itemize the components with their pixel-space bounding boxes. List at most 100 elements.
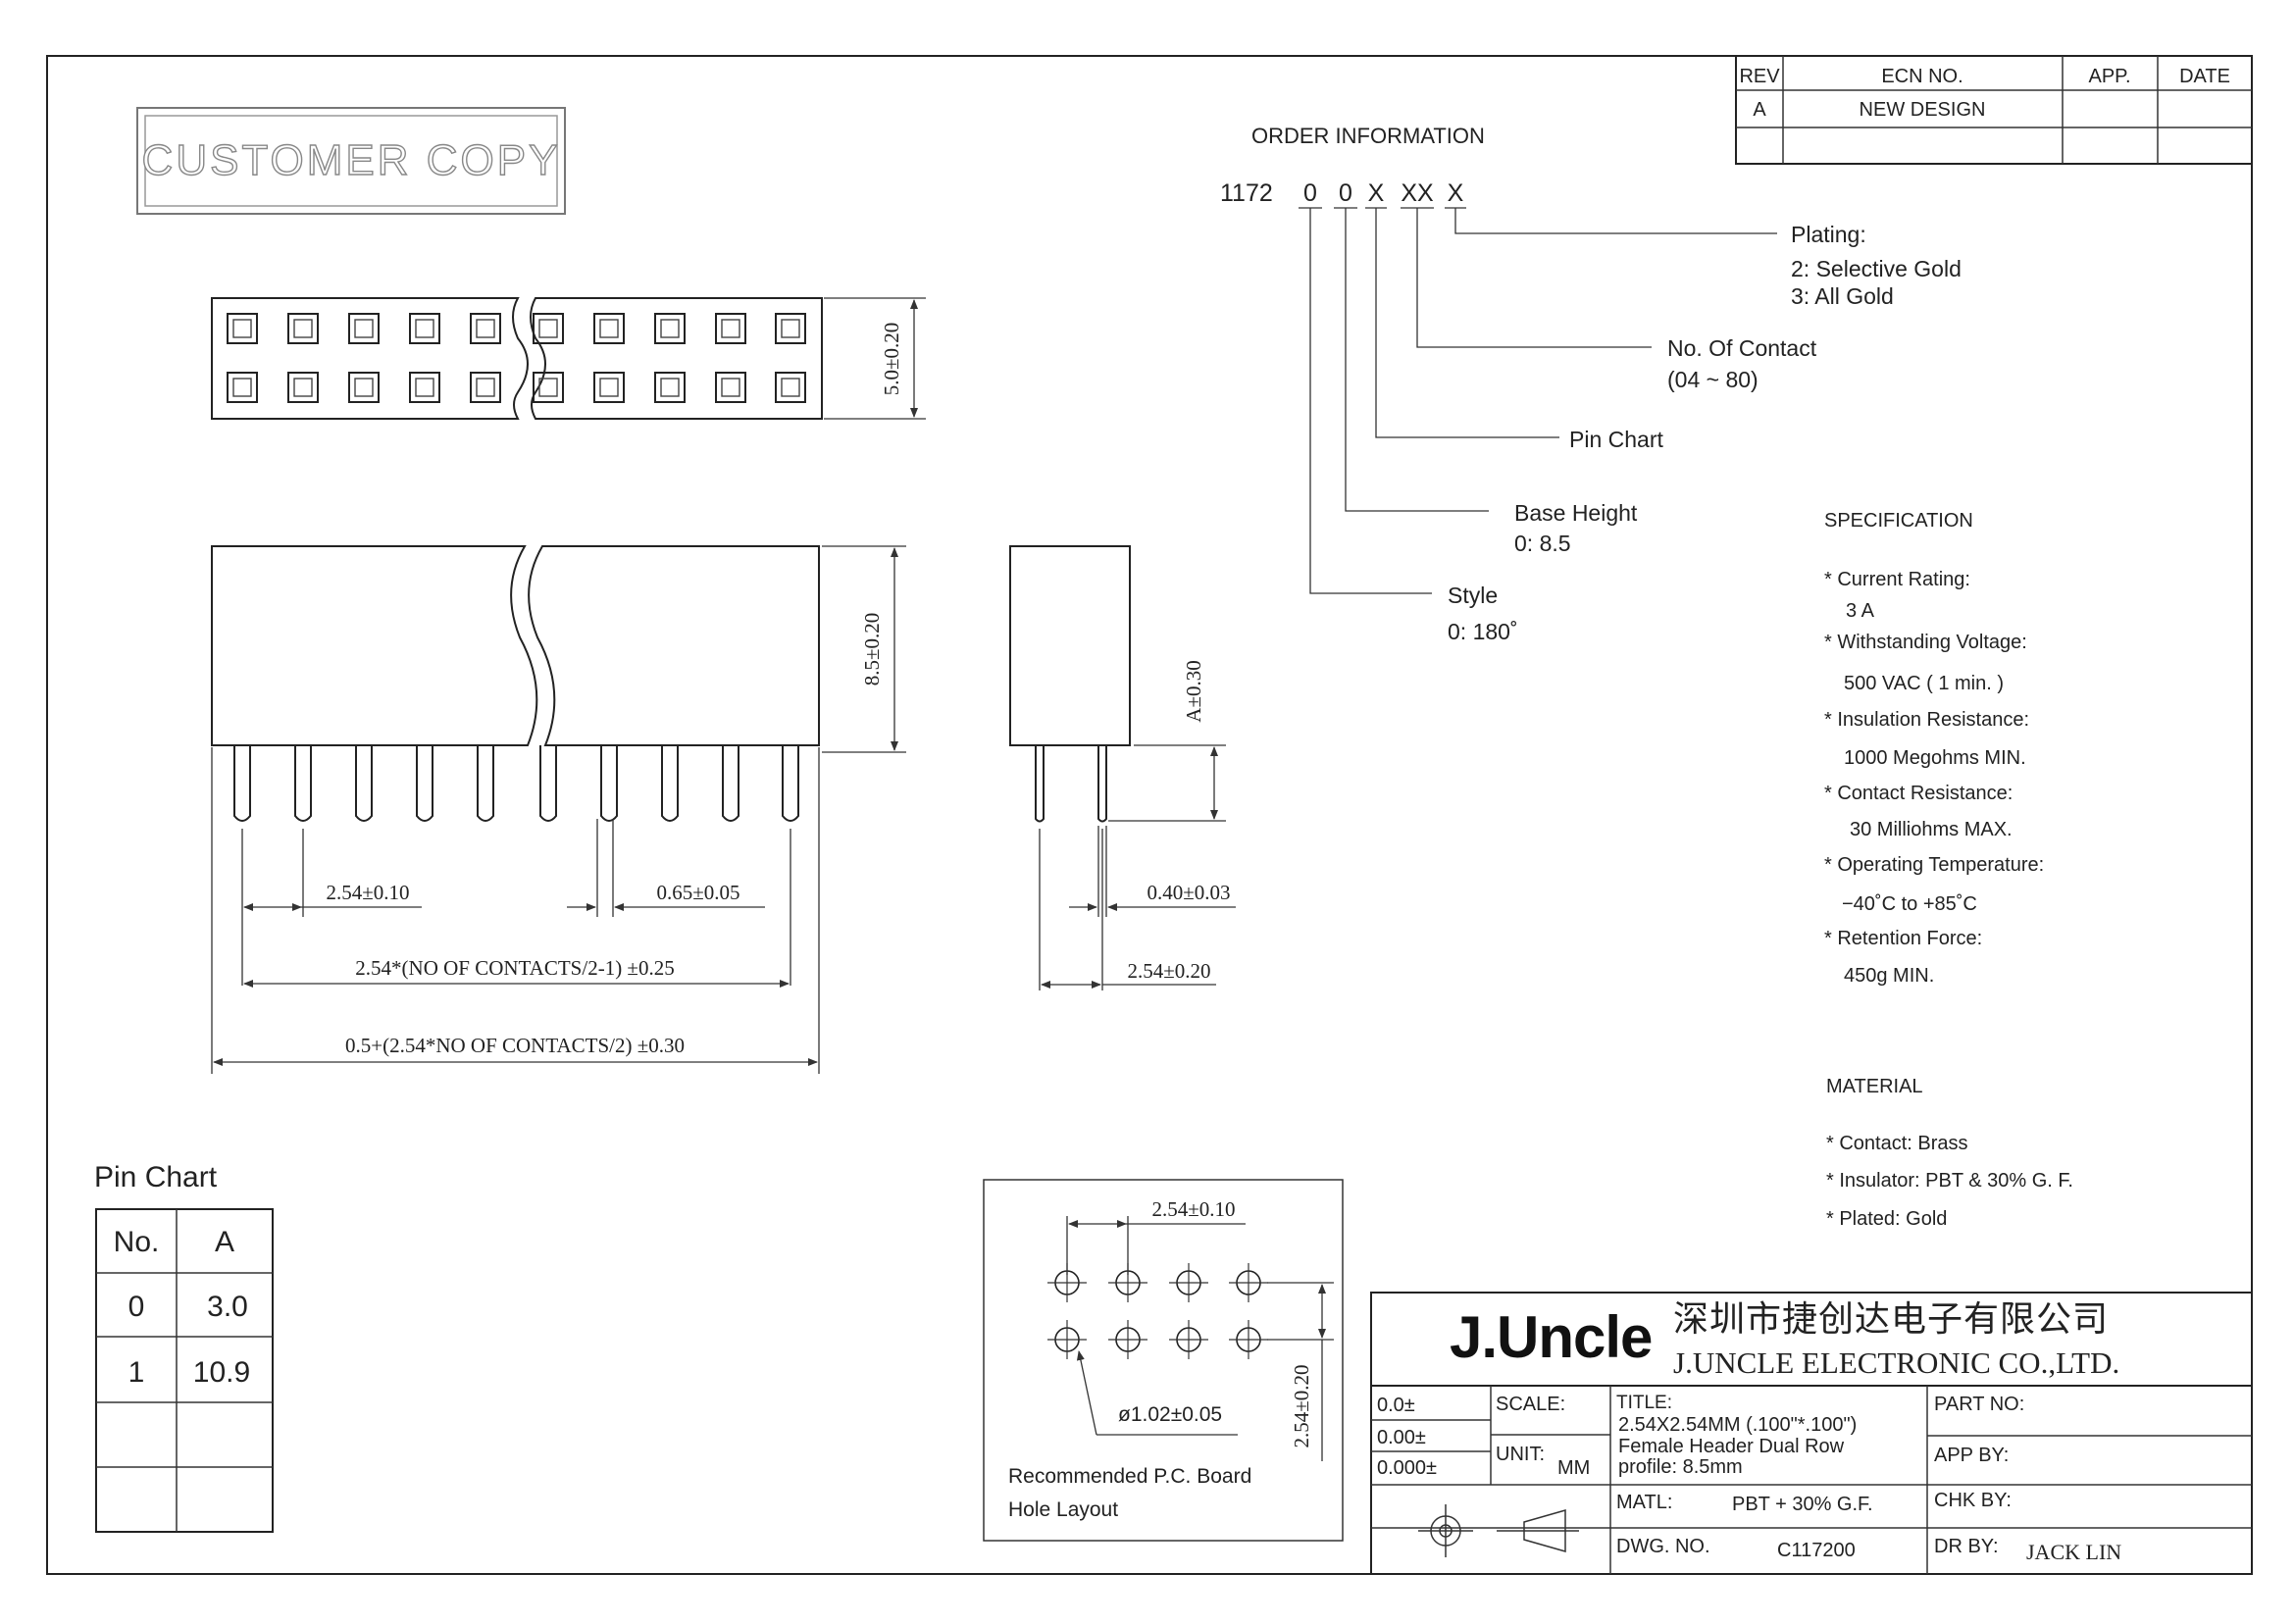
- front-view: 8.5±0.20 2.54±0.10 0.65±0.05 2.54*(NO OF…: [211, 545, 906, 1074]
- contact-pad: [287, 372, 319, 403]
- contact-pad: [227, 372, 258, 403]
- pcb-caption-line1: Recommended P.C. Board: [1008, 1465, 1251, 1488]
- hole-grid: [1047, 1263, 1268, 1359]
- contact-pad: [775, 372, 806, 403]
- contact-pad-inner: [232, 378, 252, 397]
- spec-voltage-value: 500 VAC ( 1 min. ): [1844, 673, 2004, 694]
- matl-label: MATL:: [1616, 1492, 1672, 1513]
- dr-by-value: JACK LIN: [2026, 1540, 2121, 1564]
- matl-value: PBT + 30% G.F.: [1732, 1494, 1873, 1515]
- spec-current-value: 3 A: [1846, 600, 1875, 622]
- pcb-pitch-dim: 2.54±0.10: [1151, 1197, 1235, 1221]
- side-pin-dim: 0.40±0.03: [1147, 881, 1230, 904]
- contact-pin: [233, 745, 251, 822]
- stamp-text: CUSTOMER COPY: [142, 136, 561, 184]
- order-code-plating: X: [1448, 179, 1464, 207]
- spec-current-label: * Current Rating:: [1824, 569, 1970, 590]
- title-line-1: 2.54X2.54MM (.100"*.100"): [1618, 1414, 1857, 1436]
- pin-chart-row1-a: 10.9: [193, 1356, 250, 1389]
- top-height-dim: 5.0±0.20: [880, 323, 903, 396]
- side-view: A±0.30 0.40±0.03 2.54±0.20: [1009, 545, 1236, 990]
- contact-pad: [470, 313, 501, 344]
- contact-pad-inner: [538, 319, 558, 338]
- tolerance-3: 0.000±: [1377, 1457, 1437, 1479]
- chk-by-label: CHK BY:: [1934, 1490, 2012, 1511]
- pcb-hole-layout: 2.54±0.10 2.54±0.20 ø1.02±0.05 Recommend…: [983, 1179, 1344, 1542]
- pcb-row-pitch-dim: 2.54±0.20: [1290, 1364, 1313, 1447]
- contact-pad-inner: [354, 378, 374, 397]
- pin-chart-table: Pin Chart No. A 0 3.0 1 10.9: [94, 1161, 274, 1533]
- date-header: DATE: [2179, 66, 2230, 87]
- contact-pad: [715, 313, 746, 344]
- pad-grid: [227, 313, 806, 403]
- spec-temp-value: −40˚C to +85˚C: [1842, 893, 1977, 915]
- order-code-contacts: XX: [1401, 179, 1434, 207]
- material: MATERIAL * Contact: Brass * Insulator: P…: [1826, 1076, 2073, 1230]
- contact-pin: [416, 745, 433, 822]
- spec-voltage-label: * Withstanding Voltage:: [1824, 632, 2027, 653]
- order-code-prefix: 1172: [1220, 179, 1273, 207]
- contact-pad: [227, 313, 258, 344]
- spec-contact-res-value: 30 Milliohms MAX.: [1850, 819, 2013, 840]
- tolerance-2: 0.00±: [1377, 1427, 1426, 1448]
- dr-by-label: DR BY:: [1934, 1536, 1999, 1557]
- plating-option-3: 3: All Gold: [1791, 283, 1894, 309]
- pin-chart-header-a: A: [215, 1226, 234, 1258]
- unit-label: UNIT:: [1496, 1444, 1545, 1465]
- row-span-dim: 2.54*(NO OF CONTACTS/2-1) ±0.25: [355, 956, 674, 980]
- rev-header: REV: [1739, 66, 1780, 87]
- order-code-base: 0: [1339, 179, 1352, 207]
- contact-pad-inner: [476, 319, 495, 338]
- contacts-label: No. Of Contact: [1667, 335, 1817, 361]
- pin-chart-row0-a: 3.0: [207, 1291, 248, 1323]
- specification: SPECIFICATION * Current Rating: 3 A * Wi…: [1824, 510, 2044, 987]
- app-by-label: APP BY:: [1934, 1445, 2009, 1466]
- overall-length-dim: 0.5+(2.54*NO OF CONTACTS/2) ±0.30: [345, 1034, 685, 1057]
- contact-pad: [775, 313, 806, 344]
- material-plated: * Plated: Gold: [1826, 1208, 1947, 1230]
- tolerance-1: 0.0±: [1377, 1395, 1415, 1416]
- contacts-range: (04 ~ 80): [1667, 367, 1759, 392]
- pin-chart-label: Pin Chart: [1569, 427, 1663, 452]
- front-height-dim: 8.5±0.20: [860, 613, 884, 686]
- pin-chart-title: Pin Chart: [94, 1161, 218, 1193]
- contact-pad-inner: [415, 319, 434, 338]
- pitch-dim: 2.54±0.10: [326, 881, 409, 904]
- contact-pin: [782, 745, 799, 822]
- dwg-no-value: C117200: [1777, 1540, 1856, 1561]
- company-name-cn: 深圳市捷创达电子有限公司: [1673, 1298, 2109, 1339]
- title-line-2: Female Header Dual Row: [1618, 1436, 1845, 1457]
- contact-pad: [654, 313, 686, 344]
- material-contact: * Contact: Brass: [1826, 1133, 1968, 1154]
- spec-insulation-label: * Insulation Resistance:: [1824, 709, 2029, 731]
- company-name-en: J.UNCLE ELECTRONIC CO.,LTD.: [1673, 1345, 2119, 1380]
- scale-label: SCALE:: [1496, 1394, 1565, 1415]
- contact-pin: [722, 745, 739, 822]
- contact-pad: [593, 313, 625, 344]
- contact-pad: [348, 372, 380, 403]
- pin-chart-row0-no: 0: [128, 1291, 145, 1323]
- title-line-3: profile: 8.5mm: [1618, 1456, 1743, 1478]
- order-information: ORDER INFORMATION 1172 0 0 X XX X Platin…: [1220, 124, 1962, 644]
- spec-retention-label: * Retention Force:: [1824, 928, 1982, 949]
- contact-pad-inner: [538, 378, 558, 397]
- app-header: APP.: [2089, 66, 2131, 87]
- ecn-value: NEW DESIGN: [1860, 99, 1986, 121]
- contact-pad-inner: [476, 378, 495, 397]
- contact-pad: [287, 313, 319, 344]
- spec-contact-res-label: * Contact Resistance:: [1824, 783, 2013, 804]
- contact-pad: [593, 372, 625, 403]
- contact-pad-inner: [721, 319, 740, 338]
- drawing-border: [46, 55, 2253, 1575]
- tail-length-dim: A±0.30: [1182, 660, 1205, 722]
- contact-pad-inner: [293, 378, 313, 397]
- contact-pad: [348, 313, 380, 344]
- contact-pad-inner: [232, 319, 252, 338]
- plating-label: Plating:: [1791, 222, 1866, 247]
- contact-pad-inner: [660, 319, 680, 338]
- contact-pad-inner: [354, 319, 374, 338]
- contact-pin: [477, 745, 494, 822]
- style-value: 0: 180˚: [1448, 619, 1518, 644]
- contact-pad-inner: [415, 378, 434, 397]
